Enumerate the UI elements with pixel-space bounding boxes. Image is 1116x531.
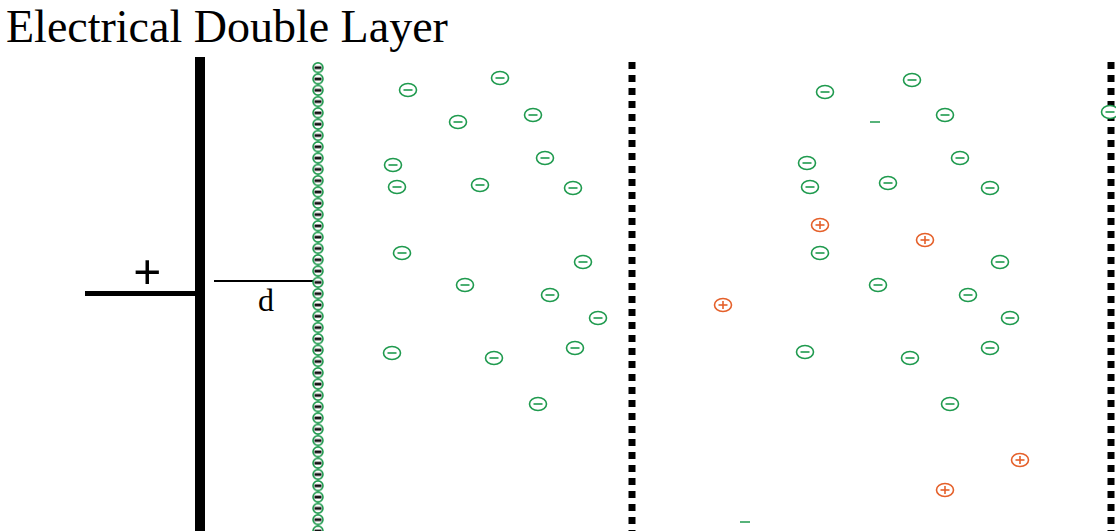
dashed-plane — [1108, 62, 1115, 531]
dashed-plane — [629, 62, 636, 531]
diagram-title: Electrical Double Layer — [6, 4, 448, 50]
stray-mark — [740, 521, 750, 523]
dimension-line — [214, 280, 314, 282]
stray-mark — [870, 121, 880, 123]
distance-label: d — [258, 284, 274, 316]
negative-ions — [384, 72, 607, 411]
polarity-sign: + — [133, 247, 162, 297]
positive-ions — [715, 219, 1029, 497]
negative-ions — [797, 74, 1116, 411]
adsorbed-ion-layer — [312, 62, 324, 531]
